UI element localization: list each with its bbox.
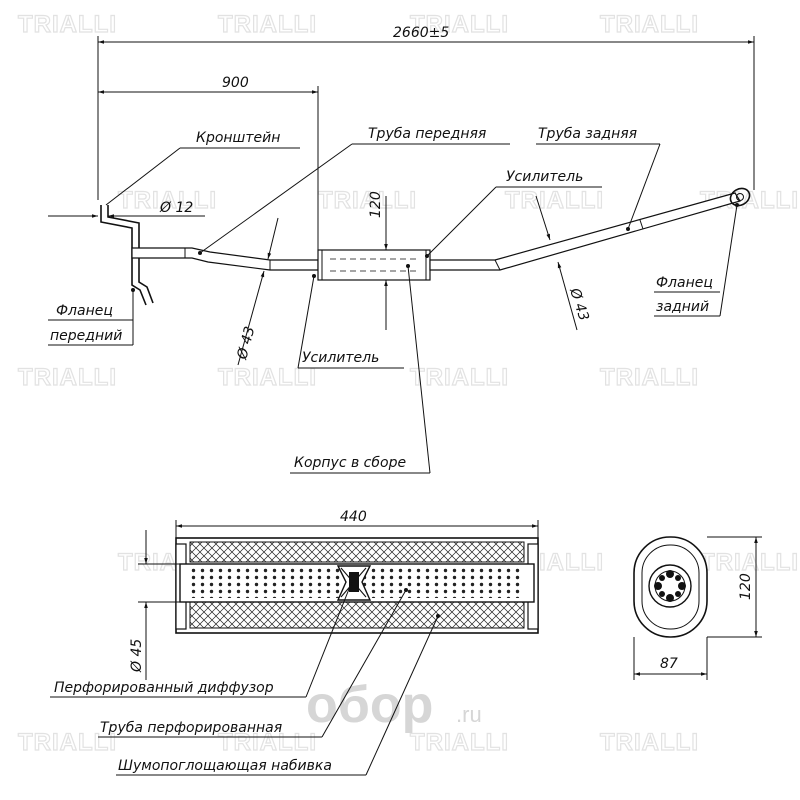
label-sound-absorbing: Шумопоглощающая набивка [118,758,332,774]
label-bracket: Кронштейн [196,130,280,146]
label-rear-flange-2: задний [656,299,709,315]
top-dimensions: 2660±5 900 Ø 12 120 Ø 43 Ø 43 [48,25,755,366]
rear-flange-hole [736,193,744,201]
dim-bracket-dia: Ø 12 [159,200,193,216]
rear-pipe-joint [494,259,501,271]
section-labels: Перфорированный диффузор Труба перфориро… [50,583,439,776]
muffler-section-view [175,537,539,634]
end-view-hole [659,575,665,581]
watermark-text: TRIALLI [118,187,217,214]
dim-end-width: 87 [660,656,678,672]
muffler-end-view [633,536,708,638]
leader-line [105,147,181,206]
leader-line [199,143,353,254]
dim-line-front-pipe [237,270,265,366]
dim-line-rear-pipe [557,261,578,331]
site-logo: обор .ru [306,676,482,734]
diffuser-core [349,572,359,592]
end-view-hole [678,582,686,590]
dim-diffuser-dia: Ø 45 [129,639,145,673]
end-view-dimensions: 120 87 [633,536,762,680]
label-front-flange-2: передний [50,328,122,344]
packing-bottom [189,601,525,629]
watermark-text: TRIALLI [410,364,509,391]
label-rear-flange-1: Фланец [656,275,713,291]
dim-total-length: 2660±5 [393,25,449,41]
watermark-text: TRIALLI [218,729,317,756]
label-perforated-diffuser: Перфорированный диффузор [54,680,274,696]
watermark-text: TRIALLI [18,364,117,391]
front-pipe [131,247,319,271]
label-reinforcement-bottom: Усилитель [302,350,379,366]
label-front-pipe: Труба передняя [368,126,486,142]
site-logo-text: обор [306,676,433,734]
watermark-text: TRIALLI [600,11,699,38]
leader-line [305,583,352,698]
section-dimensions: 440 Ø 45 [129,509,539,680]
label-perforated-pipe: Труба перфорированная [100,720,282,736]
leader-line [627,143,661,230]
dim-line-front-pipe [267,217,279,260]
label-reinforcement-top: Усилитель [506,169,583,185]
packing-top [189,541,525,563]
watermark-text: TRIALLI [318,187,417,214]
watermark-text: TRIALLI [600,364,699,391]
watermark-text: TRIALLI [600,729,699,756]
leader-line [407,265,431,474]
dim-front-length: 900 [222,75,249,91]
watermark-text: TRIALLI [18,11,117,38]
dim-body-height: 120 [368,191,384,218]
rear-flange [729,187,751,207]
end-view-hole [666,594,674,602]
end-view-hole [675,575,681,581]
muffler-body [317,249,431,281]
dim-line-rear-pipe [535,195,551,241]
label-body-assembly: Корпус в сборе [294,455,406,471]
end-view-inner [641,544,700,630]
site-logo-suffix: .ru [456,702,482,727]
dim-section-length: 440 [340,509,367,525]
leader-line [426,186,497,257]
dim-front-pipe-dia: Ø 43 [234,325,258,362]
top-labels: Кронштейн Труба передняя Труба задняя Ус… [48,126,738,474]
leader-line [365,615,439,776]
end-view-hole [675,591,681,597]
watermark-text: TRIALLI [410,11,509,38]
end-view-hole [654,582,662,590]
rear-pipe-joint [639,219,644,230]
dim-end-height: 120 [738,573,754,600]
label-rear-pipe: Труба задняя [538,126,637,142]
leader-line [719,204,738,317]
watermark-text: TRIALLI [410,729,509,756]
label-front-flange-1: Фланец [56,303,113,319]
leader-line [321,589,407,738]
watermark-text: TRIALLI [218,11,317,38]
watermark-text: TRIALLI [18,729,117,756]
end-view-hole [659,591,665,597]
end-view-hole [666,570,674,578]
watermark-text: TRIALLI [505,187,604,214]
leader-line [297,275,315,369]
exhaust-assembly [100,187,751,306]
watermark-text: TRIALLI [700,549,799,576]
